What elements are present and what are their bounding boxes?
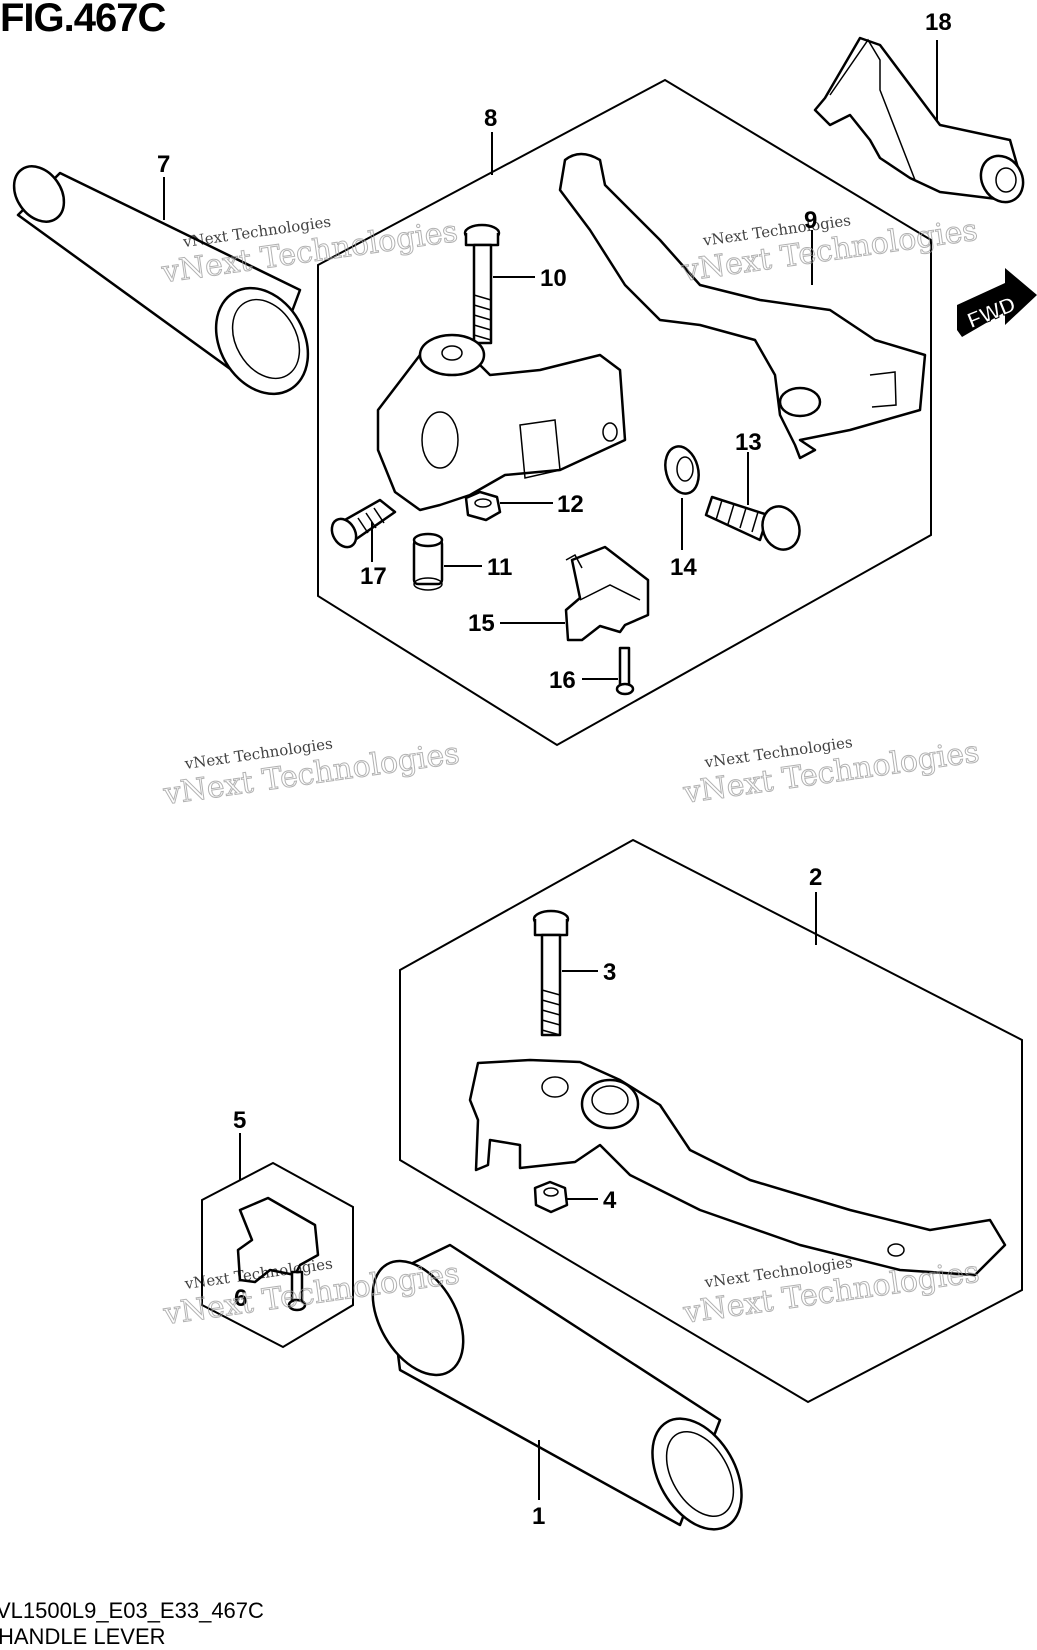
leader-lines [163, 40, 938, 1500]
callout-1: 1 [532, 1503, 545, 1530]
callout-2: 2 [809, 864, 822, 891]
bolt-3 [532, 909, 570, 1037]
grip-left-7 [12, 165, 310, 396]
adjuster-13 [704, 495, 801, 551]
brake-lever-9 [558, 152, 927, 460]
collar-11 [412, 532, 444, 591]
nut-4 [533, 1180, 569, 1214]
handguard-18 [813, 36, 1025, 204]
figure-code: VL1500L9_E03_E33_467C [0, 1598, 264, 1623]
figure-name: HANDLE LEVER [0, 1624, 166, 1649]
assembly-2-frame [399, 838, 1023, 1404]
callout-9: 9 [804, 207, 817, 234]
callout-12: 12 [557, 491, 584, 518]
callout-16: 16 [549, 667, 576, 694]
callout-5: 5 [233, 1107, 246, 1134]
callout-4: 4 [603, 1187, 617, 1214]
assembly-5-frame [201, 1161, 354, 1349]
clutch-lever-2 [468, 1058, 1007, 1277]
switch-15 [564, 545, 650, 642]
screw-16 [615, 646, 635, 696]
bolt-10 [463, 223, 501, 345]
callout-11: 11 [487, 554, 512, 581]
callout-8: 8 [484, 105, 497, 132]
callout-6: 6 [234, 1285, 247, 1312]
callout-15: 15 [468, 610, 495, 637]
fwd-arrow-icon: FWD [957, 268, 1037, 337]
lever-holder-8 [376, 333, 627, 512]
callout-7: 7 [157, 151, 170, 178]
callout-10: 10 [540, 265, 567, 292]
assembly-8-frame [317, 78, 932, 747]
nut-12 [464, 490, 502, 522]
callout-3: 3 [603, 959, 616, 986]
callout-labels: 7 8 9 10 18 13 12 11 14 17 15 16 2 3 4 5… [157, 9, 952, 1530]
figure-title: FIG.467C [0, 0, 166, 40]
throttle-grip-1 [371, 1243, 743, 1531]
callout-14: 14 [670, 554, 697, 581]
washer-14 [664, 445, 700, 495]
callout-17: 17 [360, 563, 387, 590]
callout-13: 13 [735, 429, 762, 456]
screw-17 [330, 498, 397, 549]
callout-18: 18 [925, 9, 952, 36]
switch-6 [236, 1196, 320, 1312]
